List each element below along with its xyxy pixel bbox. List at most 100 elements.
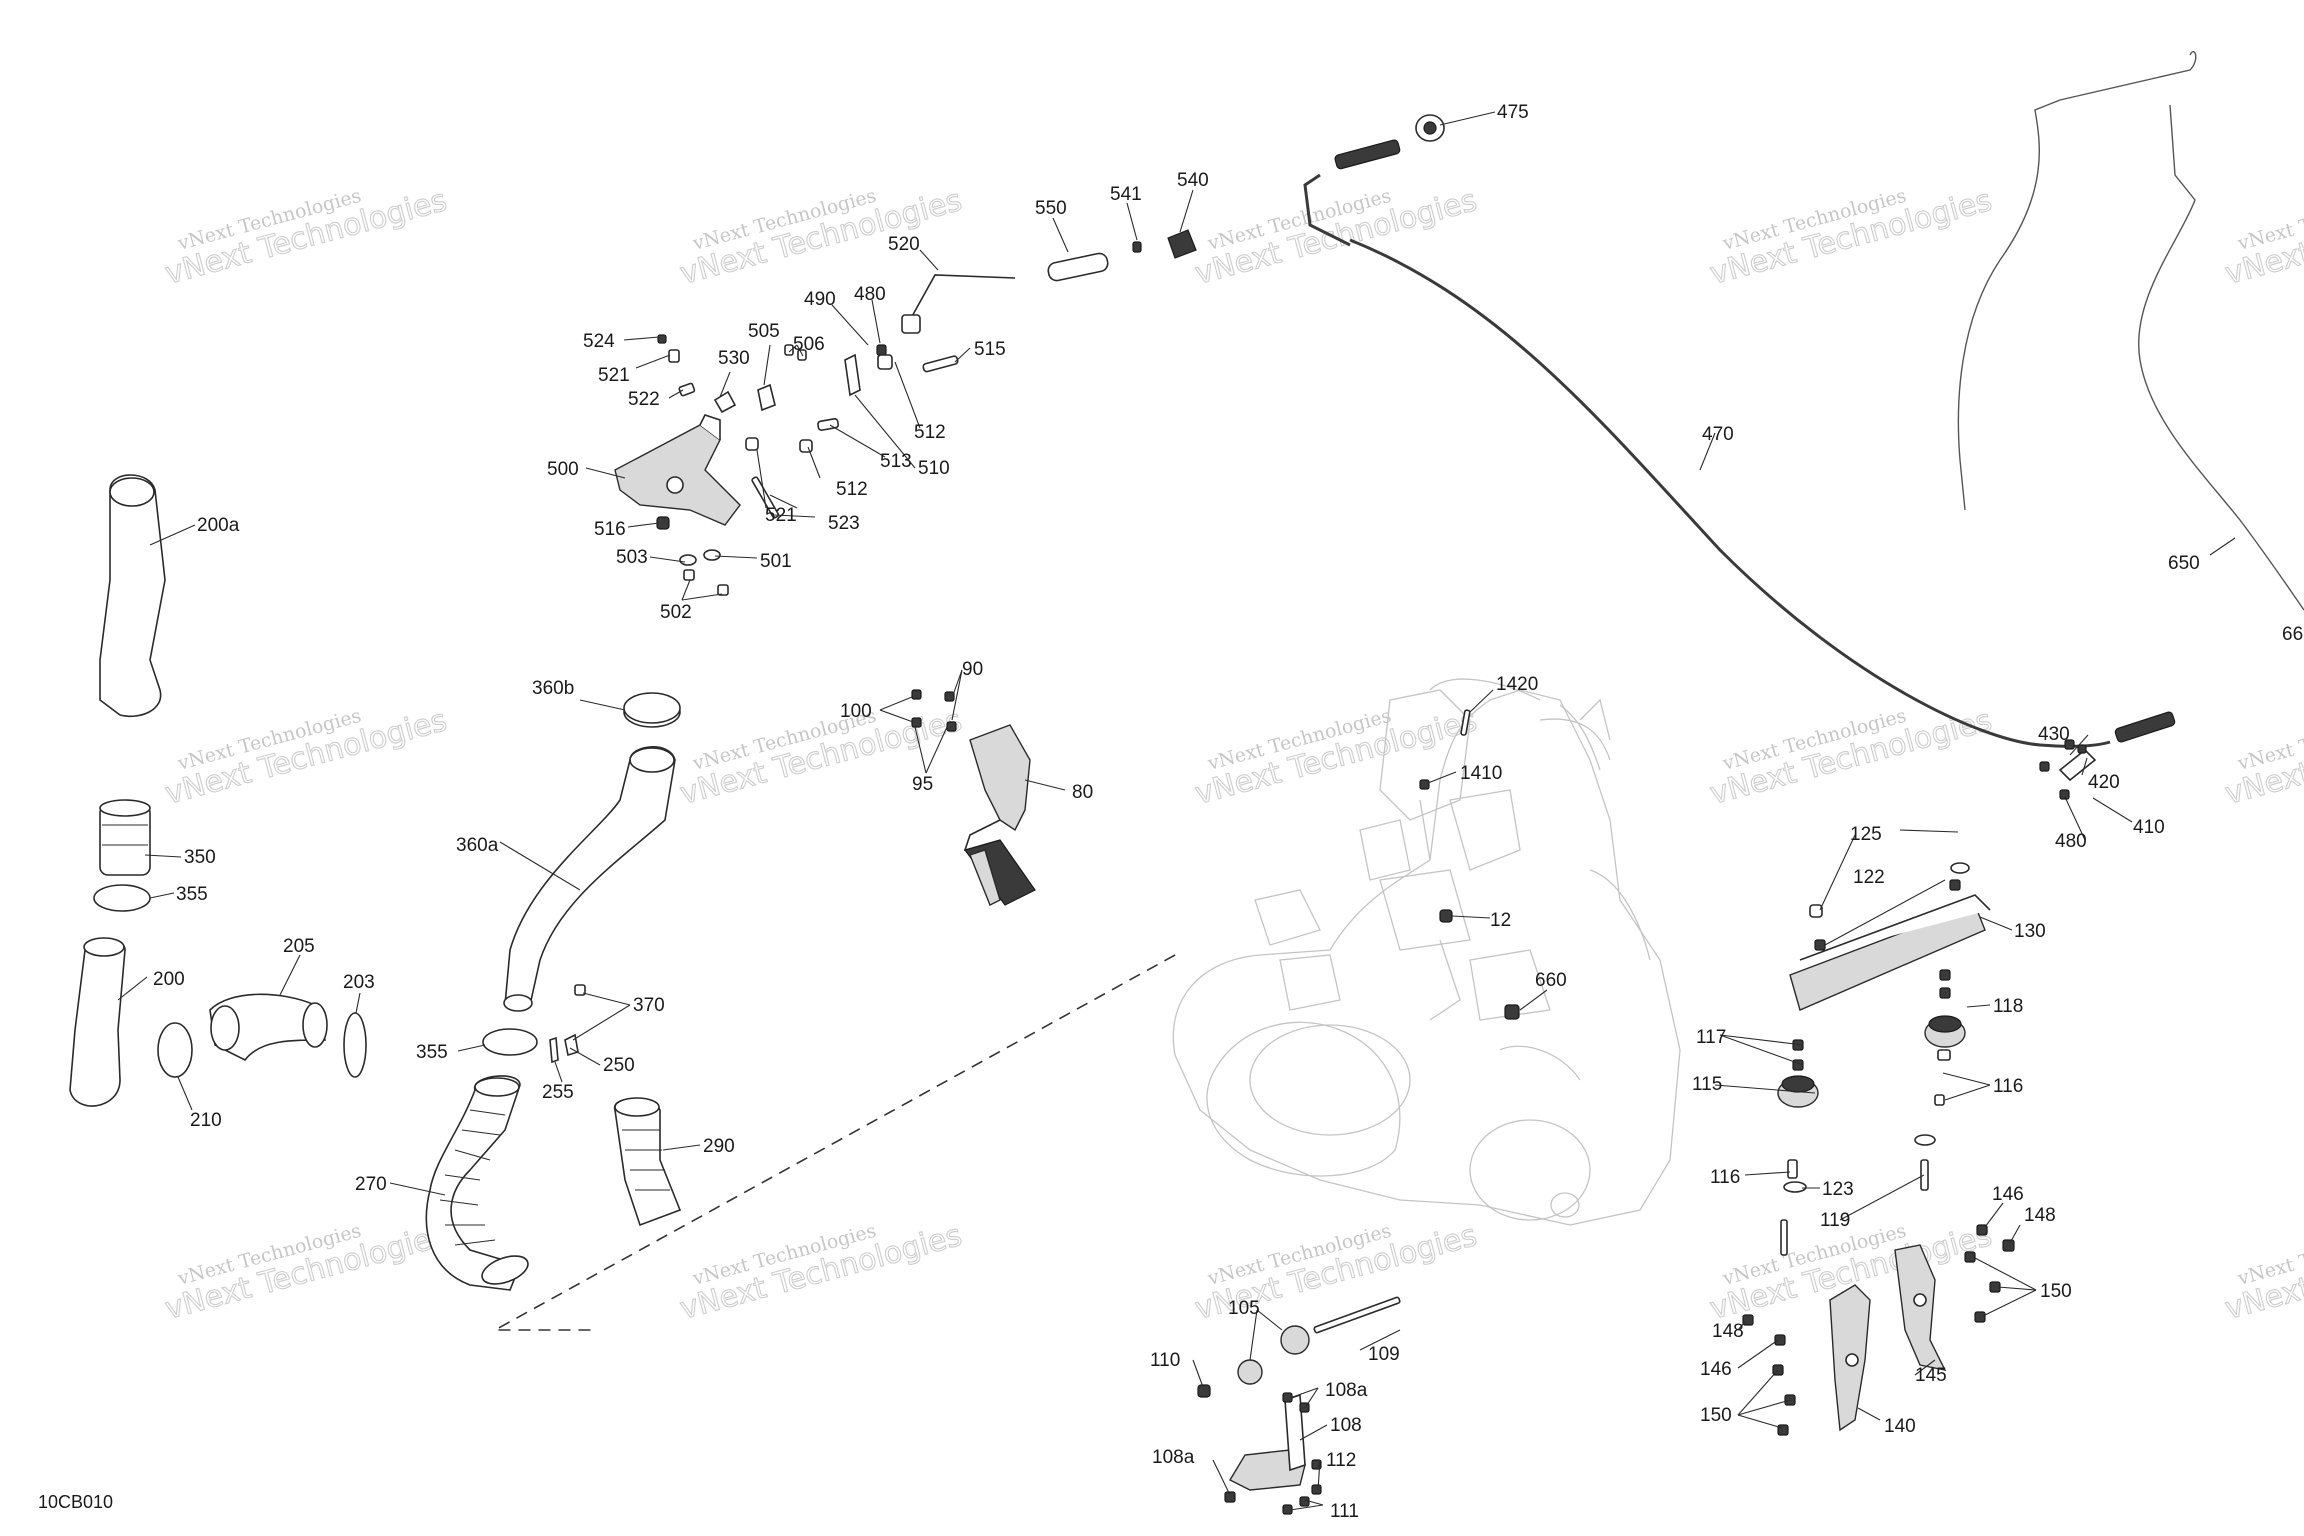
watermark: vNext Technologies vNext Technologies <box>1191 702 1481 812</box>
callout-label: 66 <box>2282 624 2303 645</box>
callout-label: 516 <box>594 519 626 540</box>
intake-duct-200a <box>99 474 166 717</box>
throttle-cable-470 <box>1349 238 2111 748</box>
boot-350 <box>99 799 151 876</box>
callout-label: 550 <box>1035 198 1067 219</box>
callout-label: 512 <box>914 422 946 443</box>
crossmember-130 <box>1789 862 1991 1011</box>
watermark: vNext Technologies vNext Technologies <box>161 182 451 292</box>
sleeve-550 <box>1047 252 1109 282</box>
callout-label: 290 <box>703 1136 735 1157</box>
cable-bracket-410 <box>2039 711 2176 800</box>
callout-label: 148 <box>1712 1321 1744 1342</box>
callout-label: 505 <box>748 321 780 342</box>
callout-label: 150 <box>2040 1281 2072 1302</box>
clamp-355-left <box>93 884 151 912</box>
callout-label: 503 <box>616 547 648 568</box>
callout-label: 350 <box>184 847 216 868</box>
clamp-210 <box>157 1022 193 1078</box>
callout-label: 108a <box>1152 1447 1195 1468</box>
callout-label: 146 <box>1992 1184 2024 1205</box>
callout-label: 355 <box>176 884 208 905</box>
callout-label: 524 <box>583 331 615 352</box>
callout-label: 203 <box>343 972 375 993</box>
hardware-116-123-119 <box>1780 1094 1945 1256</box>
callout-label: 90 <box>962 659 983 680</box>
watermark: vNext Technologies vNext Technologies <box>2221 702 2304 812</box>
callout-label: 270 <box>355 1174 387 1195</box>
callout-label: 123 <box>1822 1179 1854 1200</box>
callout-label: 1410 <box>1460 763 1502 784</box>
rear-mount-108 <box>1197 1296 1401 1515</box>
illustration-code: 10CB010 <box>38 1492 113 1512</box>
cable-spring-upper <box>1334 139 1401 170</box>
callout-label: 205 <box>283 936 315 957</box>
duct-200 <box>69 937 126 1107</box>
callout-label: 502 <box>660 602 692 623</box>
hardware-370-250-255 <box>549 984 586 1064</box>
callout-label: 108 <box>1330 1415 1362 1436</box>
callout-label: 660 <box>1535 970 1567 991</box>
watermark: vNext Technologies vNext Technologies <box>161 702 451 812</box>
callout-label: 118 <box>1993 996 2023 1017</box>
callout-label: 117 <box>1696 1027 1726 1048</box>
duct-360a <box>503 746 676 1012</box>
callout-label: 115 <box>1692 1074 1722 1095</box>
callout-label: 140 <box>1884 1416 1916 1437</box>
callout-label: 112 <box>1326 1450 1356 1471</box>
callout-label: 125 <box>1850 824 1882 845</box>
callout-label: 110 <box>1150 1350 1180 1371</box>
cable-650 <box>1957 51 2197 511</box>
cable-end-475-side <box>1303 173 1351 247</box>
callout-label: 521 <box>598 365 630 386</box>
callout-label: 145 <box>1915 1365 1947 1386</box>
callout-label: 500 <box>547 459 579 480</box>
watermark: vNext Technologies vNext Technologies <box>1191 182 1481 292</box>
bolts-engine-top <box>1419 709 1520 1020</box>
callout-label: 540 <box>1177 170 1209 191</box>
callout-label: 119 <box>1820 1210 1850 1231</box>
callout-label: 95 <box>912 774 933 795</box>
callout-label: 150 <box>1700 1405 1732 1426</box>
callout-label: 522 <box>628 389 660 410</box>
callout-label: 105 <box>1228 1298 1260 1319</box>
clamp-203 <box>343 1012 367 1078</box>
callout-label: 210 <box>190 1110 222 1131</box>
callout-label: 12 <box>1490 910 1511 931</box>
fasteners-146-148-150 <box>1742 1224 2015 1436</box>
clip-540 <box>1167 229 1197 259</box>
engine-mount-118 <box>1924 969 1966 1061</box>
callout-label: 480 <box>854 284 886 305</box>
callout-label: 521 <box>765 505 797 526</box>
elbow-205 <box>209 993 328 1062</box>
callout-label: 501 <box>760 551 792 572</box>
callout-label: 490 <box>804 289 836 310</box>
callout-label: 530 <box>718 348 750 369</box>
callout-label: 523 <box>828 513 860 534</box>
callout-label: 520 <box>888 234 920 255</box>
callout-label: 513 <box>880 451 912 472</box>
callout-label: 116 <box>1993 1076 2023 1097</box>
watermark: vNext Technologies vNext Technologies <box>1706 702 1996 812</box>
callout-label: 109 <box>1368 1344 1400 1365</box>
callout-label: 111 <box>1330 1501 1359 1522</box>
callout-label: 250 <box>603 1055 635 1076</box>
callout-label: 475 <box>1497 102 1529 123</box>
clamp-355-center <box>482 1028 538 1056</box>
watermark: vNext Technologies vNext Technologies <box>676 182 966 292</box>
callout-label: 200 <box>153 969 185 990</box>
watermark: vNext Technologies vNext Technologies <box>1706 182 1996 292</box>
callout-label: 360b <box>532 678 574 699</box>
engine-bracket-145 <box>1894 1244 1947 1371</box>
callout-label: 510 <box>918 458 950 479</box>
callout-label: 116 <box>1710 1167 1740 1188</box>
callout-label: 1420 <box>1496 674 1538 695</box>
callout-label: 650 <box>2168 553 2200 574</box>
callout-label: 360a <box>456 835 499 856</box>
callout-label: 100 <box>840 701 872 722</box>
cap-360b <box>623 692 681 728</box>
callout-label: 146 <box>1700 1359 1732 1380</box>
engine-mount-115 <box>1777 1039 1819 1108</box>
hose-290 <box>614 1097 682 1227</box>
callout-label: 255 <box>542 1082 574 1103</box>
